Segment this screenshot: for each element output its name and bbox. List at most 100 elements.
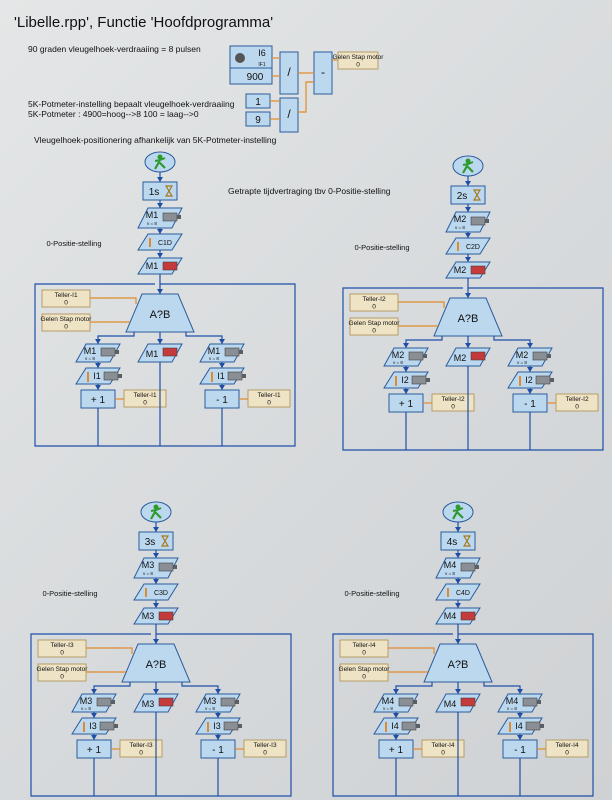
motor-icon	[220, 697, 239, 707]
hourglass-icon	[160, 535, 170, 547]
start-icon-ch3	[140, 501, 172, 523]
input-right-label-ch2: I2	[525, 375, 533, 385]
motor-stop-icon	[460, 611, 476, 621]
motor-icon	[532, 351, 551, 361]
start-icon-ch4	[442, 501, 474, 523]
variable-label: Teller-I3	[129, 742, 153, 749]
motor-icon	[522, 697, 541, 707]
motor-icon	[227, 371, 246, 381]
motor-icon	[398, 697, 417, 707]
variable-value: 0	[64, 324, 68, 331]
data-wire	[86, 647, 133, 654]
compare-block-ch3	[121, 643, 191, 683]
variable-label: Teller-I2	[362, 296, 386, 303]
zero-position-label-ch4: 0-Positie-stelling	[344, 589, 399, 598]
speed-label: v = 8	[517, 360, 527, 365]
compare-block-ch2	[433, 297, 503, 337]
variable-value: 0	[372, 328, 376, 335]
data-wire	[90, 297, 137, 304]
counter-input-label-ch2: C2D	[466, 244, 480, 251]
arrow-head	[157, 289, 163, 294]
motor-icon	[96, 697, 115, 707]
sensor-icon	[235, 53, 245, 63]
arrow-head	[91, 689, 97, 694]
input-right-label-ch4: I4	[515, 721, 523, 731]
speed-label: v = 8	[81, 706, 91, 711]
variable-label: Teller-I3	[253, 742, 277, 749]
motor-icon	[162, 212, 181, 222]
decrement-label-ch1: - 1	[216, 395, 228, 406]
arrow-head	[465, 181, 471, 186]
variable-label: Gelen Stap motor	[333, 54, 385, 61]
motor-icon	[100, 347, 119, 357]
motor-stop-icon	[158, 697, 174, 707]
decrement-label-ch3: - 1	[212, 745, 224, 756]
arrow-head	[403, 367, 409, 372]
motor-middle-label-ch4: M4	[444, 699, 457, 709]
motor-middle-label-ch1: M1	[146, 349, 159, 359]
speed-label: v = 8	[507, 706, 517, 711]
arrow-head	[393, 713, 399, 718]
constant-1: 1	[255, 97, 261, 108]
motor-icon	[460, 562, 479, 572]
motor-icon	[408, 351, 427, 361]
decrement-label-ch4: - 1	[514, 745, 526, 756]
variable-label: Gelen Stap motor	[349, 320, 401, 327]
counter-input-label-ch3: C3D	[154, 590, 168, 597]
motor-stop-icon	[470, 351, 486, 361]
start-icon-ch1	[144, 151, 176, 173]
arrow-head	[215, 713, 221, 718]
branch-line	[181, 682, 219, 694]
input-left-label-ch2: I2	[401, 375, 409, 385]
motor-middle-label-ch2: M2	[454, 353, 467, 363]
data-wire	[398, 301, 445, 308]
motor-stop-icon	[158, 611, 174, 621]
arrow-head	[455, 579, 461, 584]
motor-icon	[535, 375, 554, 385]
variable-value: 0	[362, 650, 366, 657]
motor-stop-icon	[162, 347, 178, 357]
arrow-head	[95, 385, 101, 390]
input-left-label-ch4: I4	[391, 721, 399, 731]
variable-value: 0	[60, 650, 64, 657]
divide-operator: /	[287, 65, 291, 79]
constant-900: 900	[247, 72, 264, 83]
arrow-head	[403, 343, 409, 348]
motor-stop-icon	[460, 697, 476, 707]
arrow-head	[517, 713, 523, 718]
data-wire	[298, 81, 314, 113]
variable-label: Teller-I2	[565, 396, 589, 403]
motor-left-label-ch3: M3	[80, 696, 93, 706]
arrow-head	[527, 367, 533, 372]
pot-note-1: 5K-Potmeter-instelling bepaalt vleugelho…	[28, 99, 235, 109]
arrow-head	[465, 233, 471, 238]
variable-value: 0	[441, 750, 445, 757]
motor-right-label-ch1: M1	[208, 346, 221, 356]
arrow-head	[527, 389, 533, 394]
arrow-head	[393, 689, 399, 694]
arrow-head	[153, 639, 159, 644]
motor-stop-label-ch4: M4	[444, 611, 457, 621]
motor-icon	[99, 721, 118, 731]
wait-time-ch3: 3s	[145, 537, 156, 548]
arrow-head	[455, 603, 461, 608]
arrow-head	[153, 689, 159, 694]
motor-right-label-ch4: M4	[506, 696, 519, 706]
stepper-variable-top	[337, 51, 379, 70]
variable-value: 0	[60, 674, 64, 681]
variable-value: 0	[451, 404, 455, 411]
branch-line	[185, 332, 223, 344]
speed-label: v = 8	[85, 356, 95, 361]
arrow-head	[157, 203, 163, 208]
variable-label: Teller-I1	[257, 392, 281, 399]
arrow-head	[153, 603, 159, 608]
branch-line	[405, 336, 443, 348]
speed-label: v = 8	[209, 356, 219, 361]
motor-label-ch1: M1	[146, 210, 159, 220]
arrow-head	[517, 689, 523, 694]
motor-stop-label-ch3: M3	[142, 611, 155, 621]
variable-value: 0	[565, 750, 569, 757]
arrow-head	[219, 363, 225, 368]
loop-frame-ch3	[30, 633, 292, 797]
variable-value: 0	[139, 750, 143, 757]
